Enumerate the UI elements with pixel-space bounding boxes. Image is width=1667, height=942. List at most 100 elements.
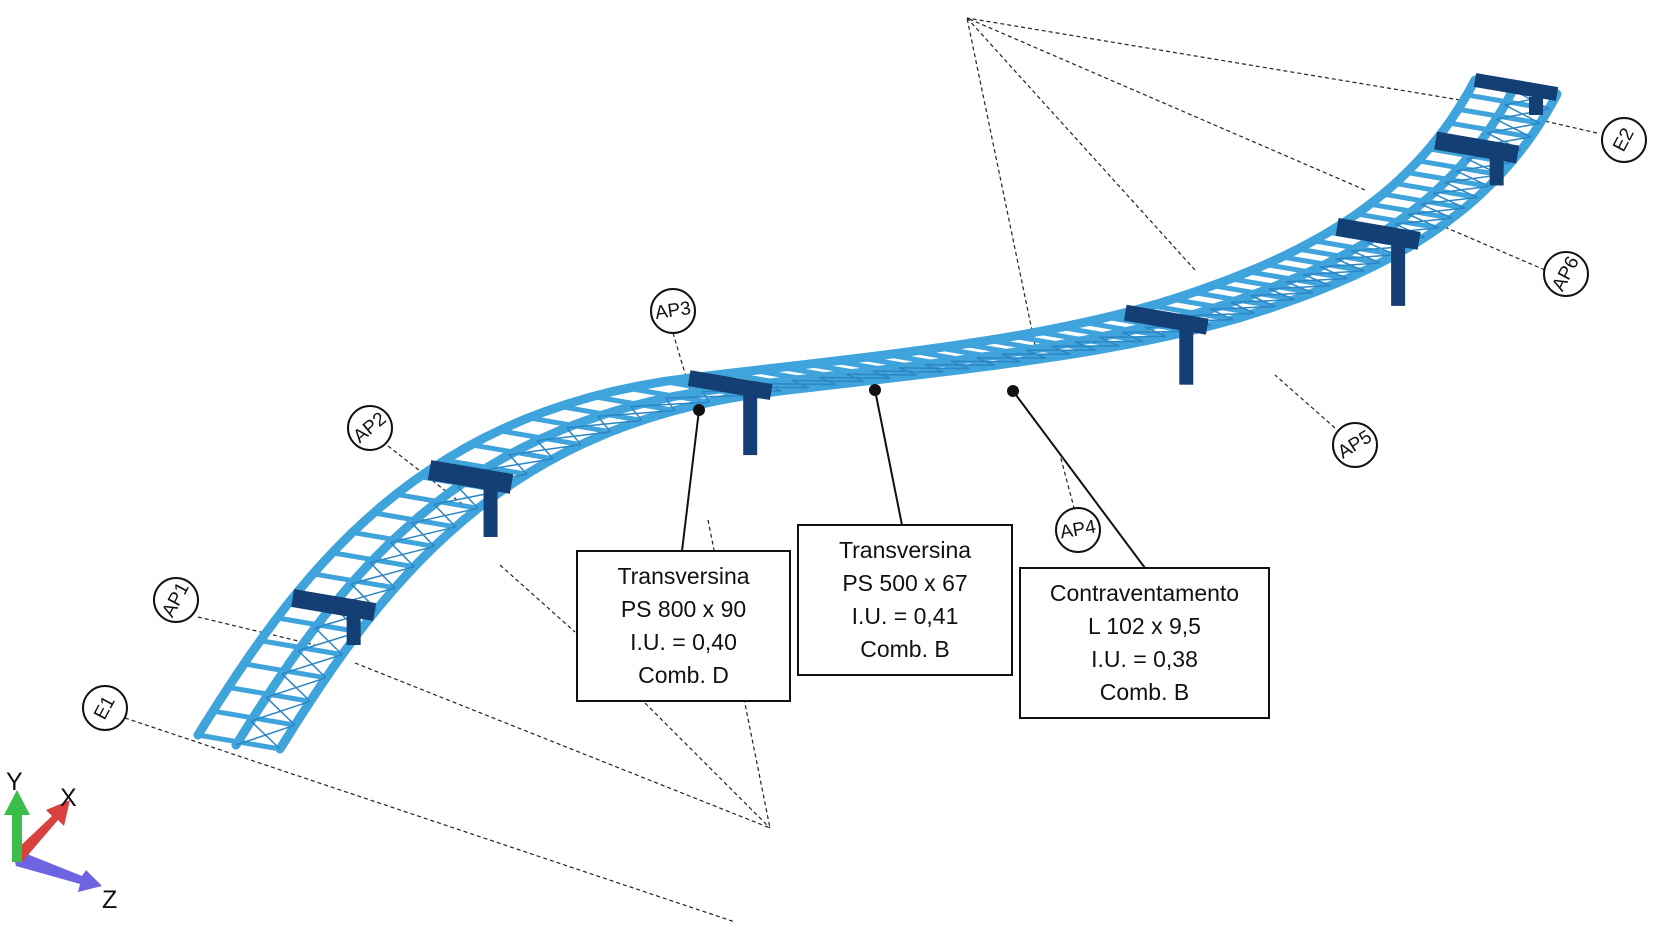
- cross-beam: [753, 367, 837, 387]
- pier-column: [1529, 97, 1543, 115]
- cross-beam: [1060, 324, 1144, 344]
- cross-beam: [444, 457, 528, 477]
- bracing-diagonal: [1495, 118, 1532, 138]
- cross-beam: [212, 708, 296, 728]
- cross-beam: [988, 337, 1072, 357]
- cross-beam: [807, 361, 891, 381]
- bracing-diagonal: [1286, 281, 1313, 294]
- bracing-diagonal: [433, 503, 457, 528]
- support-labels: E1 AP1 AP2 AP3 AP4 AP5 AP6 E2: [82, 117, 1647, 731]
- bracing-diagonal: [976, 357, 996, 366]
- cross-beam: [592, 394, 676, 413]
- support-circle: [1601, 117, 1647, 163]
- bracing-diagonal: [1432, 192, 1466, 209]
- bracing-diagonal: [1319, 266, 1348, 280]
- cross-beam: [1394, 180, 1478, 200]
- guide-line-ap6-far: [966, 17, 1366, 191]
- cross-beam: [1083, 319, 1167, 339]
- guide-line-ap2-far: [499, 564, 576, 633]
- bracing-diagonal: [1026, 349, 1047, 359]
- bracing: [235, 89, 1558, 750]
- pier-cap: [427, 460, 514, 494]
- bracing-diagonal: [411, 522, 435, 547]
- callout-line: PS 800 x 90: [620, 596, 747, 622]
- guide-line-ap5-far: [966, 17, 1196, 271]
- bracing-diagonal: [1050, 345, 1071, 355]
- cross-beam: [1406, 169, 1490, 189]
- bracing-diagonal: [1074, 341, 1096, 351]
- callout-line: I.U. = 0,40: [630, 629, 737, 655]
- support-label-text: AP3: [654, 298, 692, 324]
- bracing-diagonal: [314, 627, 343, 656]
- cross-beam: [1192, 289, 1276, 309]
- bracing-diagonal: [845, 373, 864, 383]
- support-label-ap3: AP3: [650, 288, 696, 334]
- support-circle: [1055, 507, 1101, 553]
- bracing-diagonal: [1001, 353, 1021, 363]
- bracing-diagonal: [898, 367, 917, 376]
- cross-beam: [197, 732, 281, 752]
- guide-line-ap4: [1059, 454, 1079, 524]
- bracing-diagonal: [1366, 241, 1396, 256]
- callout-line: Comb. B: [1099, 679, 1190, 705]
- leader-line-contraventamento: [1012, 390, 1146, 569]
- cross-beam: [312, 571, 396, 591]
- leader-lines: [681, 389, 1146, 569]
- bracing-diagonal: [818, 376, 837, 386]
- leader-dots: [693, 384, 1019, 416]
- cross-beam: [1382, 191, 1466, 211]
- bracing-diagonal: [1250, 294, 1276, 308]
- cross-beam: [1247, 269, 1331, 289]
- bracing-diagonal: [1455, 170, 1490, 188]
- guide-line-e1: [124, 717, 736, 923]
- callout-line: Contraventamento: [1049, 580, 1240, 606]
- guide-line-ap4-far: [966, 17, 1036, 346]
- cross-beam: [331, 550, 415, 570]
- support-label-e2: E2: [1601, 117, 1647, 163]
- cross-beam: [1281, 254, 1365, 274]
- cross-beam: [259, 638, 343, 658]
- cross-beam: [1457, 106, 1541, 126]
- support-circle: [153, 577, 199, 623]
- pier-column: [483, 486, 498, 537]
- pier-cap: [1473, 73, 1559, 101]
- bracing-diagonal: [536, 440, 554, 460]
- bracing-diagonal: [281, 673, 311, 702]
- pier-cap: [1123, 304, 1209, 335]
- bracing-diagonal: [297, 650, 327, 679]
- coordinate-axes: Y X Z: [4, 768, 117, 914]
- bracing-diagonal: [1210, 308, 1234, 321]
- bracing-diagonal: [1407, 213, 1439, 229]
- pier-cap: [687, 370, 773, 400]
- cross-beam: [1171, 296, 1255, 316]
- pier-cap: [1335, 218, 1421, 250]
- support-label-ap6: AP6: [1543, 251, 1589, 297]
- cross-beam: [1150, 303, 1234, 323]
- bracing-diagonal: [1351, 250, 1381, 264]
- support-label-ap2: AP2: [347, 405, 393, 451]
- guide-line-ap3-near: [644, 702, 771, 829]
- longitudinal-girder: [275, 89, 1562, 754]
- bracing-diagonal: [1268, 288, 1295, 301]
- leader-line-transversina-1: [681, 409, 700, 552]
- bracing-diagonal: [1144, 326, 1167, 338]
- cross-beam: [963, 341, 1047, 361]
- cross-beam: [938, 345, 1021, 365]
- bracing-diagonal: [508, 454, 528, 475]
- cross-beam: [227, 684, 311, 704]
- callout-line: Comb. B: [860, 636, 950, 662]
- cross-beam: [559, 403, 643, 423]
- y-axis-label: Y: [6, 768, 23, 796]
- cross-beam: [1448, 120, 1532, 140]
- cross-beam: [627, 385, 710, 405]
- bracing-diagonal: [791, 379, 809, 389]
- bracing-diagonal: [630, 406, 643, 421]
- cross-beam: [373, 510, 457, 530]
- cross-beam: [860, 355, 944, 375]
- cross-beam: [1212, 283, 1295, 303]
- support-circle: [1332, 422, 1378, 468]
- support-label-ap1: AP1: [153, 577, 199, 623]
- bracing-diagonal: [1444, 181, 1478, 199]
- cross-beam: [528, 415, 611, 435]
